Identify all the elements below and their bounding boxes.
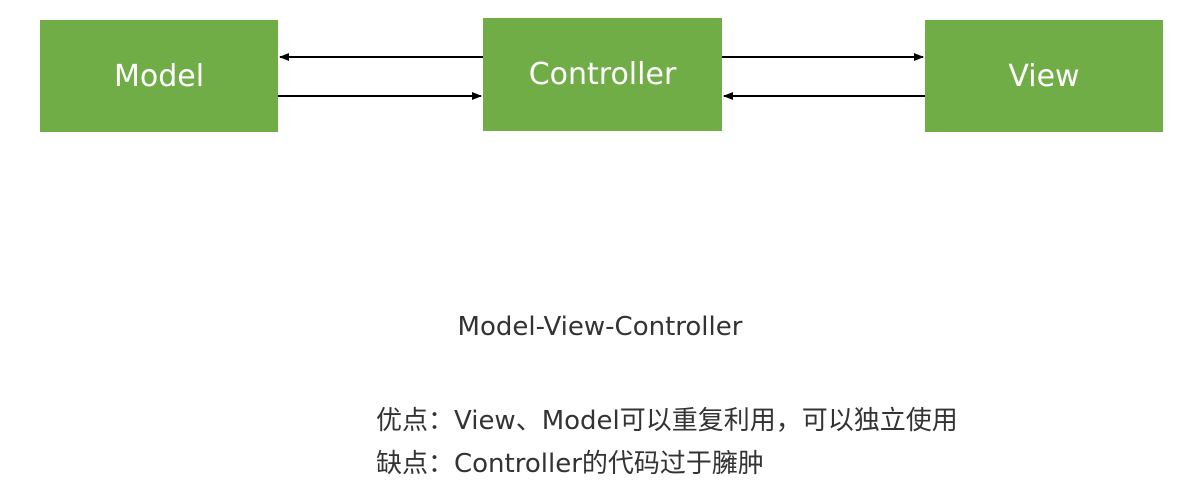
model-node-label: Model: [113, 58, 205, 94]
view-node: View: [925, 20, 1163, 132]
diagram-caption: Model-View-Controller: [457, 312, 743, 342]
pros-note: 优点：View、Model可以重复利用，可以独立使用: [376, 406, 958, 436]
cons-note: 缺点：Controller的代码过于臃肿: [376, 449, 764, 479]
view-node-label: View: [1008, 58, 1080, 94]
controller-node: Controller: [483, 18, 722, 131]
controller-node-label: Controller: [528, 57, 677, 92]
model-node: Model: [40, 20, 278, 132]
